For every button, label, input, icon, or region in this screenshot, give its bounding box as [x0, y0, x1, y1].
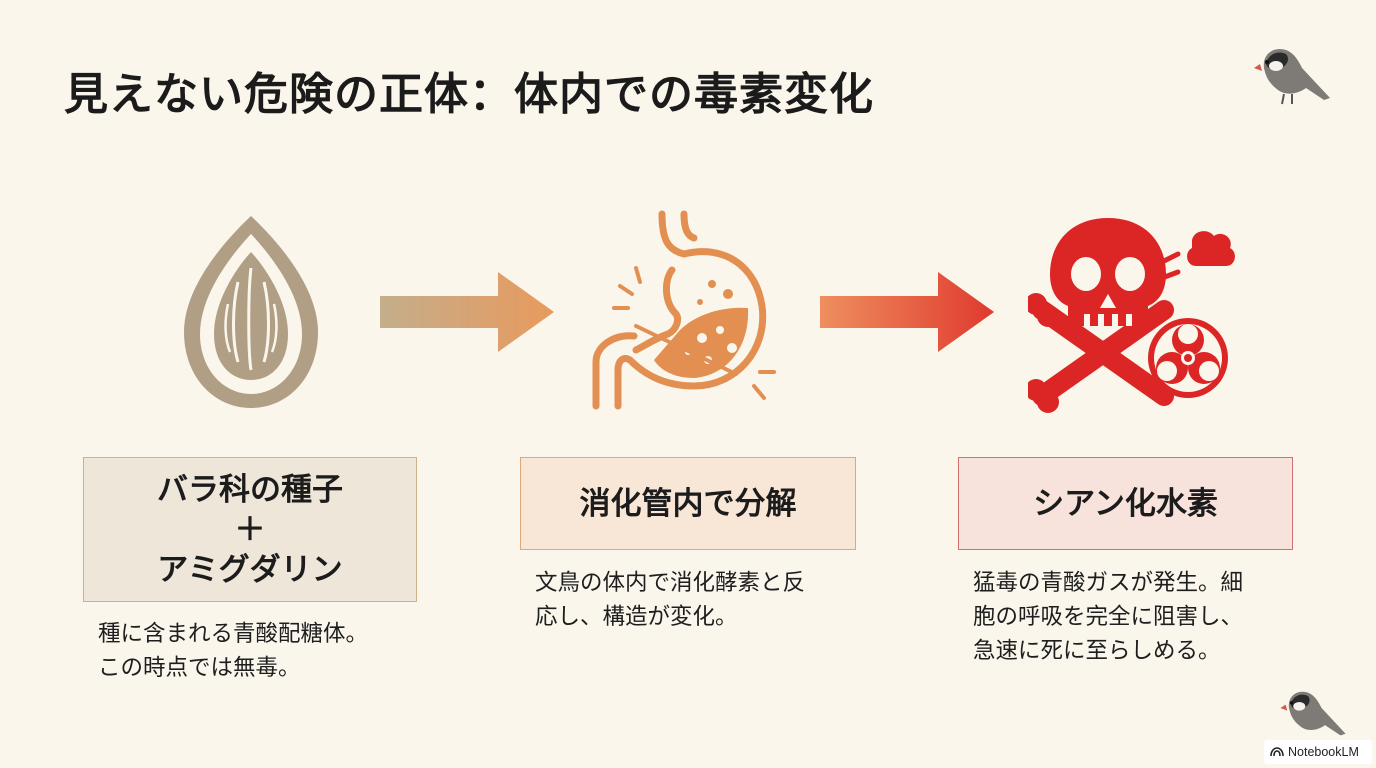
desc-line: 応し、構造が変化。	[535, 604, 738, 630]
skull-crossbones-icon	[1028, 218, 1235, 413]
logo-text: NotebookLM	[1288, 745, 1359, 759]
box-line: シアン化水素	[1033, 485, 1218, 522]
box-line: アミグダリン	[157, 551, 343, 588]
desc-line: 文鳥の体内で消化酵素と反	[535, 570, 806, 596]
notebooklm-icon	[1270, 747, 1284, 757]
notebooklm-logo: NotebookLM	[1264, 740, 1372, 764]
step-description-seed: 種に含まれる青酸配糖体。 この時点では無毒。	[98, 617, 418, 685]
desc-line: 胞の呼吸を完全に阻害し、	[973, 604, 1244, 630]
step-box-seed: バラ科の種子 ＋ アミグダリン	[83, 457, 417, 602]
desc-line: 猛毒の青酸ガスが発生。細	[973, 570, 1244, 596]
step-description-toxin: 猛毒の青酸ガスが発生。細 胞の呼吸を完全に阻害し、 急速に死に至らしめる。	[973, 566, 1293, 668]
desc-line: 種に含まれる青酸配糖体。	[98, 621, 369, 647]
box-line: バラ科の種子	[157, 471, 343, 508]
arrow-right-icon	[380, 272, 554, 352]
desc-line: この時点では無毒。	[98, 655, 301, 681]
step-description-digestion: 文鳥の体内で消化酵素と反 応し、構造が変化。	[535, 566, 855, 634]
java-sparrow-icon	[1254, 48, 1330, 105]
box-line: ＋	[234, 511, 266, 548]
page-title: 見えない危険の正体：体内での毒素変化	[64, 69, 874, 120]
step-box-toxin: シアン化水素	[958, 457, 1293, 550]
arrow-right-icon	[820, 272, 994, 352]
step-box-digestion: 消化管内で分解	[520, 457, 856, 550]
java-sparrow-icon	[1280, 691, 1346, 736]
box-line: 消化管内で分解	[579, 485, 797, 522]
desc-line: 急速に死に至らしめる。	[973, 638, 1221, 664]
stomach-icon	[592, 210, 776, 410]
seed-icon	[184, 216, 318, 408]
